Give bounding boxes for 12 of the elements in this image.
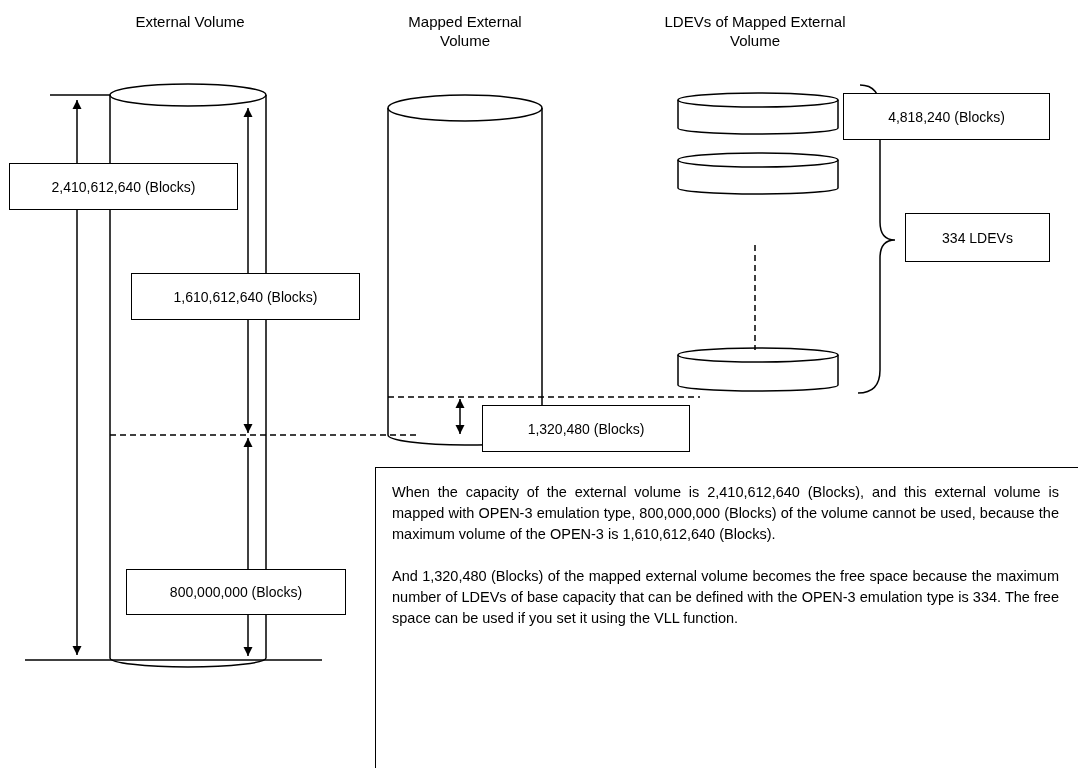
capacity-label: 334 LDEVs — [905, 213, 1050, 262]
note-paragraph: And 1,320,480 (Blocks) of the mapped external volume becomes the free space because the maximum number of LDEVs of base capacity that can be defined with the OPEN-3 emulation type is 334. The free space can be used if you set it using the VLL function. — [392, 567, 1059, 628]
capacity-label: 4,818,240 (Blocks) — [843, 93, 1050, 140]
capacity-label: 1,320,480 (Blocks) — [482, 405, 690, 452]
capacity-label: 2,410,612,640 (Blocks) — [9, 163, 238, 210]
note-paragraph: When the capacity of the external volume is 2,410,612,640 (Blocks), and this external volume is mapped with OPEN-3 emulation type, 800,000,000 (Blocks) of the volume cannot be used, because the maximum volume of the OPEN-3 is 1,610,612,640 (Blocks). — [392, 483, 1059, 544]
column-heading: External Volume — [134, 12, 246, 31]
capacity-label: 800,000,000 (Blocks) — [126, 569, 346, 615]
column-heading: LDEVs of Mapped External Volume — [663, 12, 847, 50]
capacity-label: 1,610,612,640 (Blocks) — [131, 273, 360, 320]
column-heading: Mapped External Volume — [407, 12, 523, 50]
note-box — [375, 467, 1078, 768]
